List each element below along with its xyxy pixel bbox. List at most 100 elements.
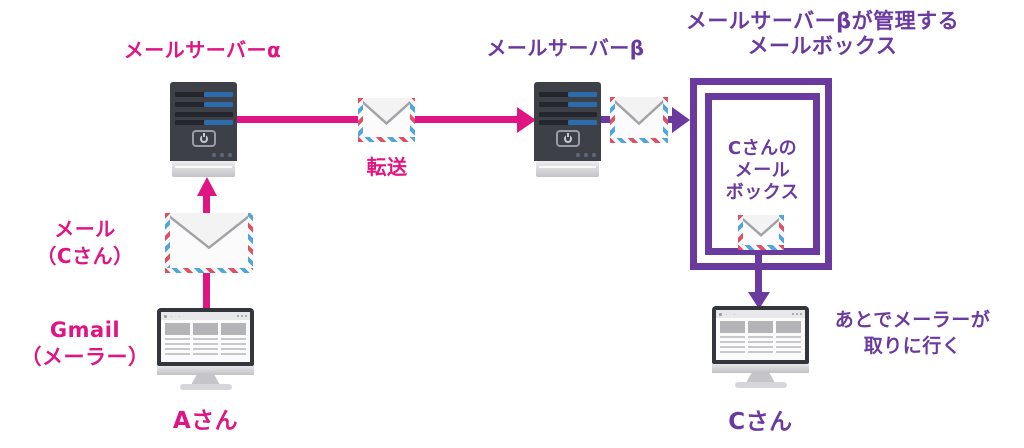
favicon-dot <box>719 312 722 316</box>
window-dots <box>237 315 247 317</box>
label-mailbox-of-c: Cさんの メール ボックス <box>705 138 820 204</box>
label-note-line1: あとでメーラーが <box>834 309 991 331</box>
label-note-line2: 取りに行く <box>863 335 962 357</box>
label-mail-from: メール （Cさん） <box>18 216 152 270</box>
server-slot-light <box>568 120 597 125</box>
label-gmail-line1: Gmail <box>49 318 121 342</box>
monitor-screen <box>716 310 805 360</box>
mail-list-content <box>161 320 250 358</box>
computer-a-icon <box>157 308 254 390</box>
envelope-flap <box>358 98 415 125</box>
airmail-stripe <box>610 138 668 143</box>
server-slot-light <box>204 102 233 107</box>
envelope-flap <box>738 215 784 237</box>
arrow-mailbox-to-c-line <box>755 250 762 294</box>
monitor-bezel <box>712 306 809 364</box>
favicon-dot <box>164 314 167 318</box>
server-slot-light <box>204 120 233 125</box>
monitor-chin <box>712 364 809 373</box>
envelope-icon-from-a <box>165 213 253 273</box>
label-gmail-line2: （メーラー） <box>20 345 150 369</box>
label-person-c: Cさん <box>728 409 793 435</box>
airmail-stripe <box>610 97 615 143</box>
window-dots <box>792 313 802 315</box>
airmail-stripe <box>165 213 170 273</box>
content-column <box>776 321 801 353</box>
power-button-icon <box>555 130 580 147</box>
monitor-stand <box>191 375 220 384</box>
envelope-icon-transfer <box>358 98 415 142</box>
monitor-chin <box>157 366 254 375</box>
mailbox-outer-box <box>690 78 832 270</box>
label-mailbox-title-line1: メールサーバーβが管理する <box>685 9 960 33</box>
airmail-stripe <box>663 97 668 143</box>
mail-server-alpha-icon <box>170 82 237 177</box>
airmail-stripe <box>358 137 415 142</box>
monitor-screen <box>161 312 250 362</box>
content-column <box>720 321 745 353</box>
browser-chrome <box>161 312 250 320</box>
label-transfer: 転送 <box>366 155 408 179</box>
envelope-flap <box>610 97 668 126</box>
monitor-base <box>179 384 232 390</box>
label-mail-from-line1: メール <box>54 217 116 241</box>
server-slot-light <box>568 92 597 97</box>
mail-server-beta-icon <box>534 82 601 177</box>
label-mail-server-beta: メールサーバーβ <box>486 36 645 60</box>
power-tick <box>202 133 205 137</box>
content-column <box>165 323 190 355</box>
server-slot <box>539 112 597 117</box>
server-slot-light <box>204 92 233 97</box>
server-slot <box>175 102 233 107</box>
label-gmail-mailer: Gmail （メーラー） <box>12 317 158 371</box>
envelope-flap <box>165 213 253 250</box>
status-dots <box>576 153 596 157</box>
power-tick <box>566 133 569 137</box>
airmail-stripe <box>165 268 253 273</box>
server-body <box>534 82 601 161</box>
label-mailbox-title: メールサーバーβが管理する メールボックス <box>655 9 990 59</box>
server-slot <box>539 120 597 125</box>
airmail-stripe <box>410 98 415 142</box>
server-base <box>172 161 235 177</box>
airmail-stripe <box>779 215 784 250</box>
mail-list-content <box>716 318 805 356</box>
content-column <box>748 321 773 353</box>
monitor-base <box>734 382 787 388</box>
server-slot <box>539 102 597 107</box>
status-dots <box>212 153 232 157</box>
envelope-icon-in-mailbox <box>738 215 784 250</box>
arrow-a-to-alpha-head <box>197 177 217 196</box>
server-slot <box>175 112 233 117</box>
label-person-a: Aさん <box>172 408 239 434</box>
label-mailbox-of-c-line1: Cさんの <box>727 138 798 159</box>
envelope-icon-to-mailbox <box>610 97 668 143</box>
airmail-stripe <box>358 98 363 142</box>
server-body <box>170 82 237 161</box>
label-note-mailer-fetch: あとでメーラーが 取りに行く <box>810 307 1015 359</box>
server-base <box>536 161 599 177</box>
content-column <box>221 323 246 355</box>
server-slot-light <box>568 102 597 107</box>
power-button-icon <box>191 130 216 147</box>
label-mailbox-title-line2: メールボックス <box>747 34 898 58</box>
airmail-stripe <box>248 213 253 273</box>
arrow-alpha-to-beta-head <box>517 107 536 133</box>
monitor-stand <box>746 373 775 382</box>
label-mail-from-line2: （Cさん） <box>36 244 134 268</box>
label-mail-server-alpha: メールサーバーα <box>123 38 282 62</box>
browser-chrome <box>716 310 805 318</box>
server-slot <box>175 120 233 125</box>
arrow-beta-to-mailbox-head <box>672 107 690 133</box>
label-mailbox-of-c-line3: ボックス <box>725 182 800 203</box>
monitor-bezel <box>157 308 254 366</box>
airmail-stripe <box>738 215 743 250</box>
arrow-mailbox-to-c-head <box>748 292 770 309</box>
label-mailbox-of-c-line2: メール <box>734 160 791 181</box>
mailbox-inner-box <box>705 93 820 255</box>
server-slot <box>539 92 597 97</box>
computer-c-icon <box>712 306 809 388</box>
content-column <box>193 323 218 355</box>
server-slot <box>175 92 233 97</box>
